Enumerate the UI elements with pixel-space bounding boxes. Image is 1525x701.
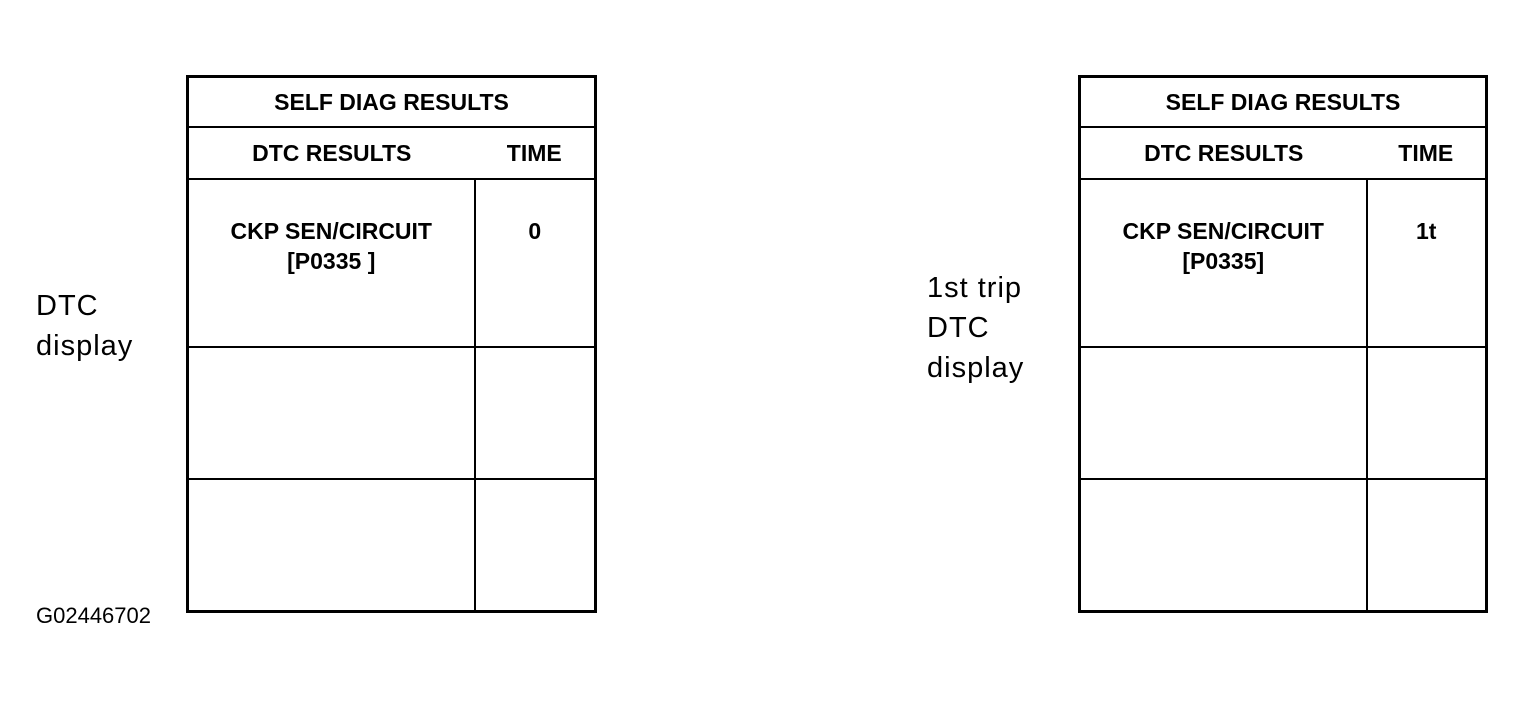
dtc-result-cell xyxy=(1078,478,1368,613)
time-cell: 0 xyxy=(473,178,597,348)
time-cell xyxy=(473,478,597,613)
time-cell xyxy=(1365,478,1488,613)
dtc-name: CKP SEN/CIRCUIT xyxy=(230,218,433,244)
table-row xyxy=(1078,346,1488,480)
dtc-name: CKP SEN/CIRCUIT xyxy=(1122,218,1325,244)
time-cell xyxy=(1365,346,1488,480)
dtc-results-header: DTC RESULTS xyxy=(186,126,475,180)
table-row xyxy=(186,478,597,613)
table-row: CKP SEN/CIRCUIT [P0335 ] 0 xyxy=(186,178,597,348)
dtc-result-cell xyxy=(186,478,476,613)
dtc-result-cell xyxy=(186,346,476,480)
figure-id: G02446702 xyxy=(36,603,151,628)
self-diag-results-table-first-trip: SELF DIAG RESULTS DTC RESULTS TIME CKP S… xyxy=(1078,75,1488,613)
first-trip-dtc-display-label: 1st trip DTC display xyxy=(927,272,1025,384)
dtc-result-cell xyxy=(1078,346,1368,480)
time-cell: 1t xyxy=(1365,178,1488,348)
dtc-code: [P0335] xyxy=(1182,248,1265,274)
time-header: TIME xyxy=(474,126,597,180)
table-title: SELF DIAG RESULTS xyxy=(186,75,597,128)
table-title: SELF DIAG RESULTS xyxy=(1078,75,1488,128)
table-row: CKP SEN/CIRCUIT [P0335] 1t xyxy=(1078,178,1488,348)
table-row xyxy=(1078,478,1488,613)
self-diag-results-table-dtc: SELF DIAG RESULTS DTC RESULTS TIME CKP S… xyxy=(186,75,597,613)
dtc-result-cell: CKP SEN/CIRCUIT [P0335] xyxy=(1078,178,1368,348)
dtc-results-header: DTC RESULTS xyxy=(1078,126,1367,180)
dtc-code: [P0335 ] xyxy=(287,248,376,274)
table-row xyxy=(186,346,597,480)
dtc-display-label: DTC display xyxy=(36,290,134,362)
time-header: TIME xyxy=(1366,126,1488,180)
dtc-result-cell: CKP SEN/CIRCUIT [P0335 ] xyxy=(186,178,476,348)
time-cell xyxy=(473,346,597,480)
